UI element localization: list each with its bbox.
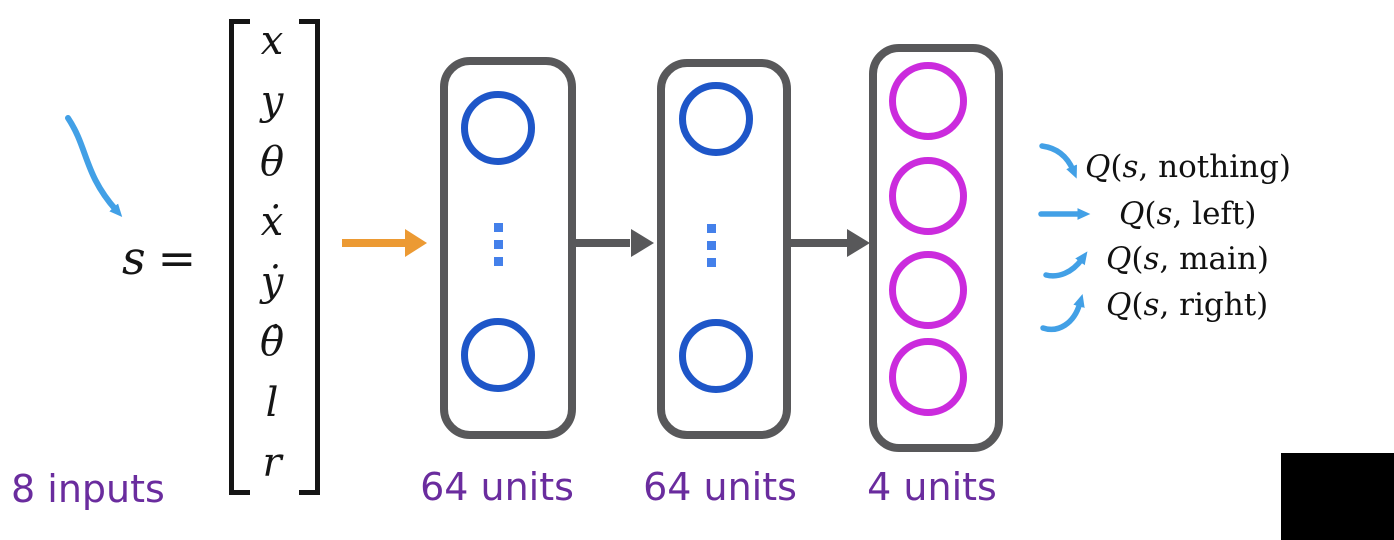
neuron [461, 91, 535, 165]
ellipsis-dot [494, 223, 503, 232]
vector-entry-theta: θ [259, 138, 285, 185]
paren: ( [1131, 287, 1144, 323]
q-value-right: Q(s, right) [1106, 287, 1268, 324]
inputs-count-label: 8 inputs [11, 467, 165, 511]
vector-bracket-left [229, 19, 250, 495]
neuron [889, 157, 967, 235]
vector-entry-y: y [260, 78, 284, 125]
hidden-layer-2-units-label: 64 units [643, 465, 797, 509]
vector-entry-r: r [262, 439, 282, 486]
neuron [461, 318, 535, 392]
q-symbol: Q [1085, 149, 1111, 185]
ellipsis-dot [707, 258, 716, 267]
q-symbol: Q [1106, 241, 1132, 277]
action-name: , nothing) [1138, 149, 1292, 185]
state-equation: s= [122, 231, 196, 285]
paren: ( [1144, 196, 1157, 232]
s-symbol: s [1143, 241, 1160, 277]
paren: ( [1131, 241, 1144, 277]
hidden-layer-1 [440, 57, 576, 439]
ellipsis-dot [707, 224, 716, 233]
arrow-shaft [342, 239, 407, 247]
ellipsis-dot [707, 241, 716, 250]
vector-entry-xdot: ẋ [260, 198, 284, 245]
state-annotation-arrow-icon [65, 115, 123, 217]
q-symbol: Q [1119, 196, 1145, 232]
ellipsis-dot [494, 257, 503, 266]
vector-entry-x: x [260, 18, 284, 64]
vector-entry-thetadot: θ̇ [259, 319, 285, 366]
s-symbol: s [1122, 149, 1139, 185]
q-value-main: Q(s, main) [1106, 241, 1269, 278]
equals-sign: = [157, 231, 197, 285]
action-name: , right) [1159, 287, 1269, 323]
arrow-head [405, 229, 427, 257]
video-overlay-corner [1281, 453, 1394, 540]
neuron [679, 82, 753, 156]
q-nothing-arrow-icon [1039, 143, 1077, 179]
arrow-shaft [786, 239, 848, 247]
arrow-head [631, 229, 654, 257]
vector-bracket-right [299, 19, 320, 495]
layer2-to-output-arrow-icon [786, 229, 870, 257]
state-vector: x y θ ẋ ẏ θ̇ l r [230, 21, 314, 483]
neuron [889, 338, 967, 416]
output-layer-units-label: 4 units [867, 465, 997, 509]
output-layer [869, 44, 1003, 452]
q-symbol: Q [1106, 287, 1132, 323]
neuron [679, 319, 753, 393]
vector-entry-l: l [265, 379, 279, 426]
q-left-arrow-icon [1038, 208, 1091, 220]
action-name: , left) [1172, 196, 1257, 232]
q-main-arrow-icon [1043, 251, 1088, 279]
neuron [889, 251, 967, 329]
vector-entry-ydot: ẏ [260, 259, 284, 306]
hidden-layer-1-units-label: 64 units [420, 465, 574, 509]
q-right-arrow-icon [1040, 294, 1085, 332]
ellipsis-dot [494, 240, 503, 249]
input-arrow-icon [342, 229, 427, 257]
arrow-shaft [568, 239, 630, 247]
s-symbol: s [1143, 287, 1160, 323]
action-name: , main) [1159, 241, 1270, 277]
neuron [889, 62, 967, 140]
q-value-nothing: Q(s, nothing) [1085, 149, 1291, 186]
layer1-to-layer2-arrow-icon [568, 229, 654, 257]
paren: ( [1110, 149, 1123, 185]
q-value-left: Q(s, left) [1119, 196, 1256, 233]
state-symbol: s [122, 231, 146, 285]
arrow-head [847, 229, 870, 257]
hidden-layer-2 [657, 59, 791, 439]
s-symbol: s [1156, 196, 1173, 232]
